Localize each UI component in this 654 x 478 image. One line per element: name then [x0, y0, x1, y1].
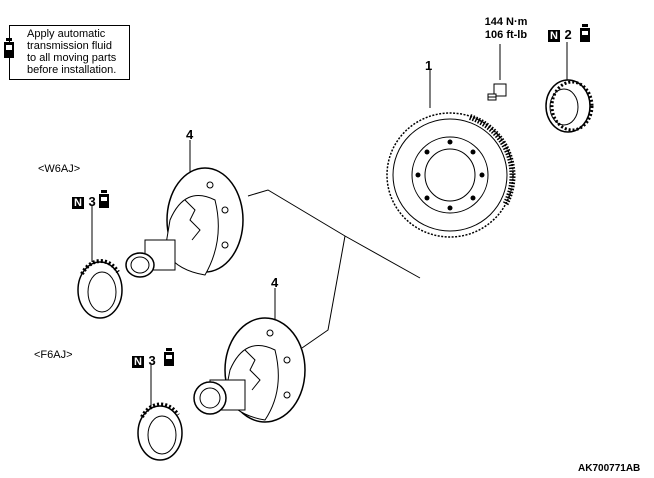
callout-3-f6aj: 3: [148, 353, 156, 368]
callout-2-group: N 2: [548, 26, 572, 44]
atf-bottle-icon: [4, 38, 14, 58]
callout-1: 1: [425, 58, 433, 73]
callout-3-f6aj-group: N 3: [132, 352, 156, 370]
differential-case-f6aj: [193, 317, 306, 423]
bearing-3-w6aj: [77, 259, 123, 319]
ring-gear: [386, 112, 516, 238]
callout-4-f6aj: 4: [271, 275, 279, 290]
torque-spec: 144 N·m 106 ft-lb: [484, 16, 528, 41]
variant-label-w6aj: <W6AJ>: [38, 163, 81, 175]
figure-code: AK700771AB: [578, 463, 641, 474]
bearing-2: [545, 79, 594, 133]
differential-case-w6aj: [125, 167, 244, 278]
n-badge: N: [132, 356, 144, 368]
n-badge: N: [548, 30, 560, 42]
callout-2: 2: [564, 27, 572, 42]
note-text: Apply automatic transmission fluid to al…: [27, 28, 117, 76]
bolt: [487, 83, 507, 101]
variant-label-f6aj: <F6AJ>: [34, 349, 73, 361]
bearing-3-f6aj: [137, 402, 183, 461]
n-badge: N: [72, 197, 84, 209]
callout-3-w6aj-group: N 3: [72, 193, 96, 211]
leader-lines: [247, 189, 421, 279]
callout-3-w6aj: 3: [88, 194, 96, 209]
callout-4-w6aj: 4: [186, 127, 194, 142]
